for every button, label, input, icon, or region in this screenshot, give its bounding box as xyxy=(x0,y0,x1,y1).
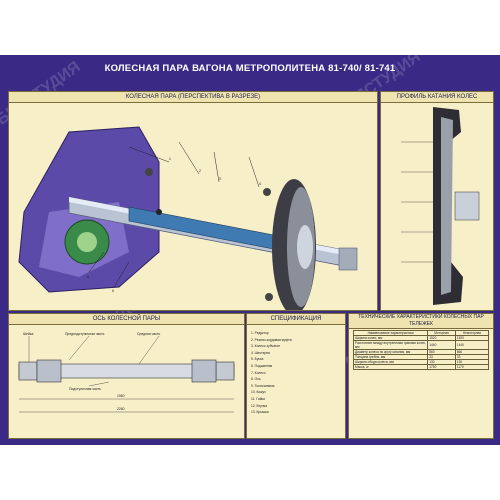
profile-panel: ПРОФИЛЬ КАТАНИЯ КОЛЕС xyxy=(380,91,494,311)
spec-item: 1. Редуктор xyxy=(251,331,269,335)
spec-item: 5. Букса xyxy=(251,357,264,362)
tech-panel: ТЕХНИЧЕСКИЕ ХАРАКТЕРИСТИКИ КОЛЕСНЫХ ПАР … xyxy=(348,313,494,439)
axle-dim-2: 2260 xyxy=(117,407,125,411)
main-panel-header: КОЛЕСНАЯ ПАРА (ПЕРСПЕКТИВА В РАЗРЕЗЕ) xyxy=(9,92,377,103)
tech-cell: 1440 xyxy=(427,340,456,350)
tech-cell: Расстояние между внутренними гранями кол… xyxy=(352,340,429,350)
poster: БЕЛСТУДИЯ БЕЛСТУДИЯ БЕЛСТУДИЯ БЕЛСТУДИЯ … xyxy=(0,49,500,445)
callout-5: 5 xyxy=(87,275,89,279)
spec-item: 12. Втулка xyxy=(251,403,267,408)
axle-dim-1: 1960 xyxy=(117,394,125,398)
spec-item: 7. Колесо xyxy=(251,370,266,375)
axle-panel: ОСЬ КОЛЕСНОЙ ПАРЫ Шейка Предподступичная… xyxy=(8,313,245,439)
axle-label-podstup: Подступичная часть xyxy=(69,387,101,391)
spec-item: 11. Гайка xyxy=(251,396,265,401)
callout-numbers: 1 2 3 4 5 6 xyxy=(87,157,261,293)
axle-panel-header: ОСЬ КОЛЕСНОЙ ПАРЫ xyxy=(9,314,244,325)
axle-drawing: Шейка Предподступичная часть Средняя час… xyxy=(18,332,235,413)
axle-label-sheika: Шейка xyxy=(23,332,33,336)
wheelset-cutaway-illustration xyxy=(18,126,358,310)
spec-item: 10. Кожух xyxy=(251,390,266,395)
tech-cell: 1750 xyxy=(427,364,456,370)
tech-table: Наименование характеристики Моторная Нем… xyxy=(352,330,490,370)
spec-item: 2. Резино-кордовая муфта xyxy=(251,337,292,342)
axle-label-predpod: Предподступичная часть xyxy=(65,332,105,336)
spec-list: 1. Редуктор 2. Резино-кордовая муфта 3. … xyxy=(251,330,341,416)
callout-1: 1 xyxy=(169,157,171,161)
spec-item: 6. Подшипник xyxy=(251,363,273,368)
table-row: Масса, кг 1750 1170 xyxy=(352,364,490,370)
tech-panel-header: ТЕХНИЧЕСКИЕ ХАРАКТЕРИСТИКИ КОЛЕСНЫХ ПАР … xyxy=(349,314,493,329)
tech-cell: 1440 xyxy=(454,340,490,350)
tech-cell: 1170 xyxy=(454,364,490,370)
wheel-profile-drawing xyxy=(401,107,480,305)
callout-4: 4 xyxy=(259,182,261,186)
profile-panel-header: ПРОФИЛЬ КАТАНИЯ КОЛЕС xyxy=(381,92,493,103)
spec-item: 13. Крышка xyxy=(251,410,269,415)
callout-2: 2 xyxy=(199,169,201,173)
spec-item: 3. Колесо зубчатое xyxy=(251,344,281,349)
main-panel: КОЛЕСНАЯ ПАРА (ПЕРСПЕКТИВА В РАЗРЕЗЕ) xyxy=(8,91,378,311)
callout-3: 3 xyxy=(219,177,221,181)
axle-label-sredn: Средняя часть xyxy=(137,332,161,336)
spec-item: 4. Шестерня xyxy=(251,350,270,355)
spec-item: 8. Ось xyxy=(251,377,261,382)
spec-panel: СПЕЦИФИКАЦИЯ 1. Редуктор 2. Резино-кордо… xyxy=(246,313,346,439)
spec-item: 9. Токосъемник xyxy=(251,383,275,388)
callout-6: 6 xyxy=(112,289,114,293)
tech-cell: Масса, кг xyxy=(352,364,429,370)
table-row: Расстояние между внутренними гранями кол… xyxy=(352,340,490,350)
poster-title: КОЛЕСНАЯ ПАРА ВАГОНА МЕТРОПОЛИТЕНА 81-74… xyxy=(104,63,396,74)
spec-panel-header: СПЕЦИФИКАЦИЯ xyxy=(247,314,345,325)
